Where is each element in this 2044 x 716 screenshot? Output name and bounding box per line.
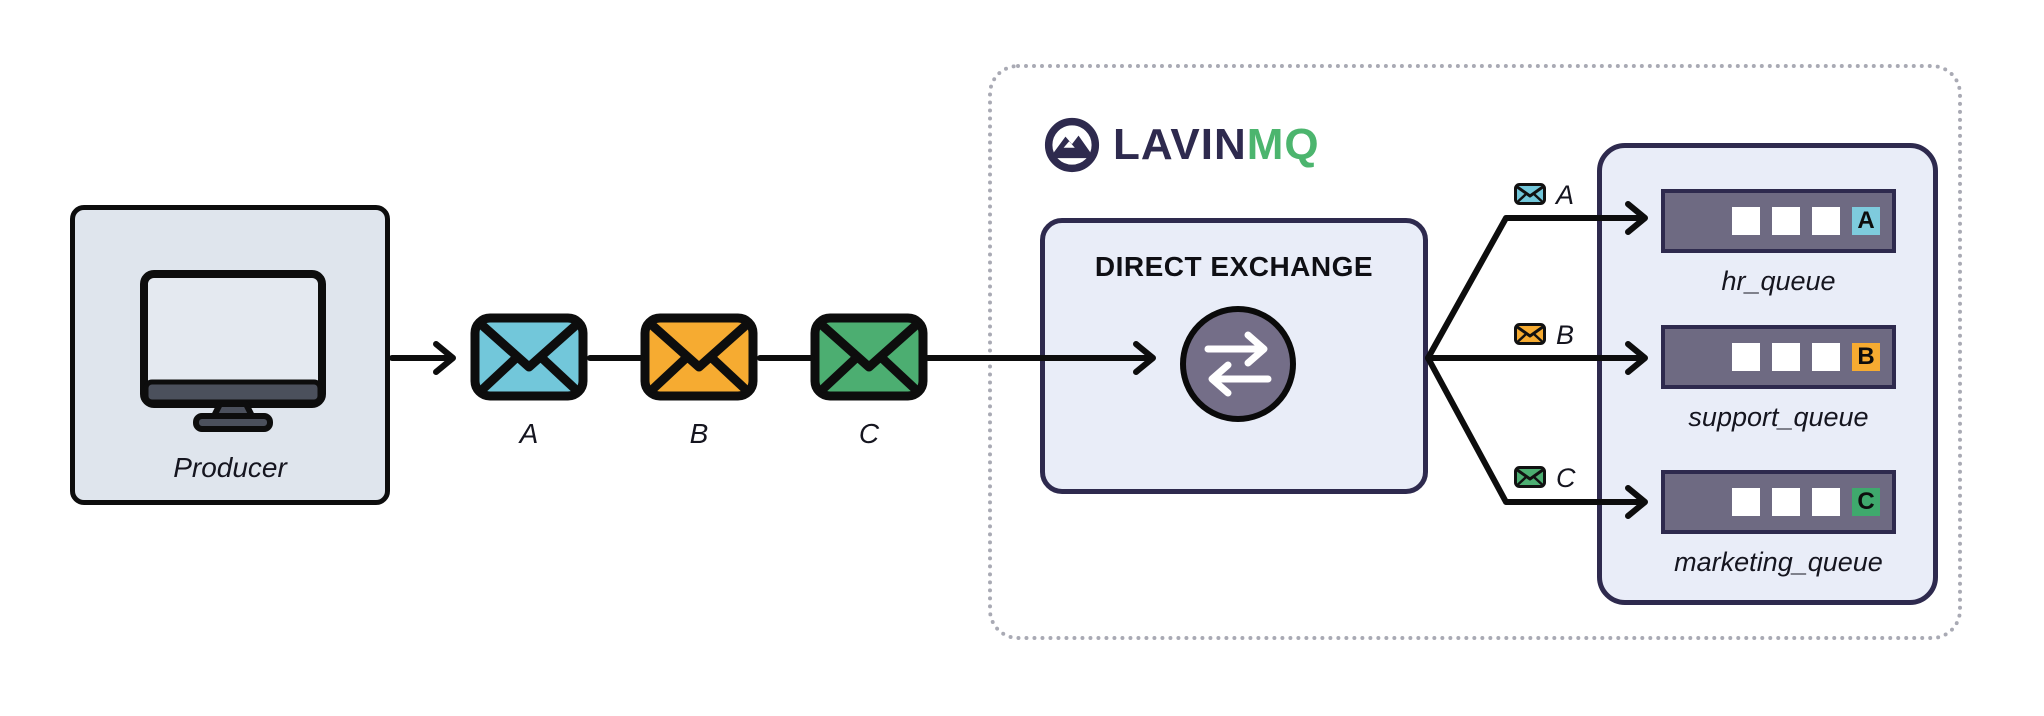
hr-queue-label: hr_queue [1721, 266, 1836, 296]
routing-key-c-label: C [1556, 463, 1576, 493]
routing-key-b-envelope-icon [1514, 323, 1546, 345]
exchange-title: DIRECT EXCHANGE [1094, 251, 1374, 282]
routing-key-c-envelope-icon [1514, 466, 1546, 488]
swap-arrows-icon [1180, 306, 1296, 422]
lavinmq-mountain-icon [1044, 117, 1100, 173]
empty-slot [1812, 488, 1840, 516]
lavinmq-logo: LAVINMQ [1044, 116, 1320, 174]
message-c-envelope-icon [810, 313, 928, 401]
logo-text-mq: MQ [1246, 120, 1320, 169]
message-b-label: B [689, 418, 709, 449]
routing-key-b-label: B [1556, 320, 1575, 350]
message-b-envelope-icon [640, 313, 758, 401]
routing-key-a-envelope-icon [1514, 183, 1546, 205]
message-a-envelope-icon [470, 313, 588, 401]
marketing-queue-bar: C [1661, 470, 1896, 534]
empty-slot [1732, 488, 1760, 516]
arrow-producer-to-messages [389, 341, 456, 375]
empty-slot [1732, 207, 1760, 235]
marketing-queue-message-badge: C [1852, 488, 1880, 516]
empty-slot [1772, 488, 1800, 516]
message-c-label: C [858, 418, 880, 449]
empty-slot [1812, 343, 1840, 371]
empty-slot [1732, 343, 1760, 371]
hr-queue-message-badge: A [1852, 207, 1880, 235]
empty-slot [1772, 207, 1800, 235]
direct-exchange-node: DIRECT EXCHANGE [1040, 218, 1428, 494]
producer-node: Producer [70, 205, 390, 505]
routing-key-a-label: A [1556, 180, 1575, 210]
marketing-queue-label: marketing_queue [1674, 547, 1883, 577]
producer-label: Producer [173, 452, 287, 483]
lavinmq-logo-text: LAVINMQ [1113, 116, 1320, 174]
hr-queue-bar: A [1661, 189, 1896, 253]
empty-slot [1812, 207, 1840, 235]
empty-slot [1772, 343, 1800, 371]
desktop-monitor-icon [140, 270, 326, 432]
support-queue-label: support_queue [1688, 402, 1869, 432]
support-queue-message-badge: B [1852, 343, 1880, 371]
support-queue-bar: B [1661, 325, 1896, 389]
message-a-label: A [519, 418, 539, 449]
logo-text-lavin: LAVIN [1113, 120, 1247, 169]
